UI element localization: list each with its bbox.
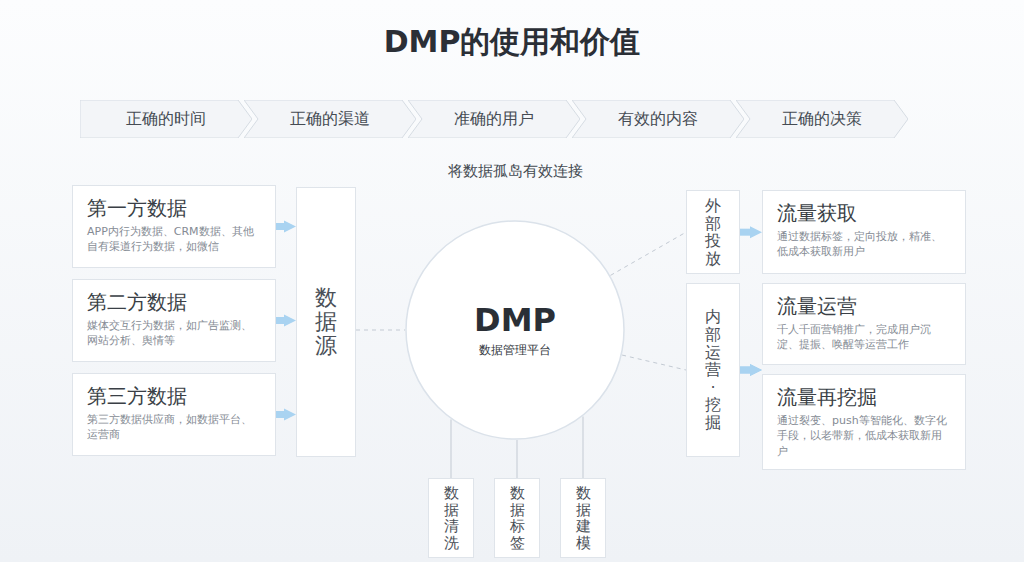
connector-arrow [740, 367, 750, 374]
node-heading: 数据源 [315, 286, 337, 359]
step-chevron: 有效的内容 [572, 100, 744, 138]
connector-arrow [740, 229, 750, 236]
vertical-box: 数据标签 [494, 478, 540, 558]
connector-line [610, 232, 686, 275]
connector-line [583, 416, 584, 478]
node-heading: 有效的内容 [604, 109, 712, 130]
step-chevron: 正确的渠道 [244, 100, 416, 138]
connector-arrow [276, 411, 284, 418]
data-box: 第三方数据第三方数据供应商，如数据平台、运营商 [72, 373, 276, 456]
connector-arrow [740, 367, 750, 374]
chevron-outline [244, 100, 416, 138]
caption-label: 将数据孤岛有效连接 [315, 162, 715, 181]
connector-line [356, 330, 405, 331]
vertical-box: 内部运营·挖掘 [686, 283, 740, 457]
step-chevron: 准确的用户 [408, 100, 580, 138]
node-heading: 数据清洗 [444, 485, 459, 551]
step-chevron: 正确的时间 [80, 100, 252, 138]
chevron-outline [408, 100, 580, 138]
connector-line [451, 419, 452, 478]
data-box: 第一方数据 APP内行为数据、CRM数据、其他自有渠道行为数据，如微信 [72, 185, 276, 268]
node-body: 媒体交互行为数据，如广告监测、网站分析、舆情等 [87, 318, 261, 349]
node-heading: 流量再挖掘 [777, 385, 951, 410]
node-heading: 流量获取 [777, 201, 951, 226]
connector-line [517, 440, 518, 478]
vertical-box: 外部投放 [686, 190, 740, 274]
chevron-outline [572, 100, 744, 138]
node-heading: 第一方数据 [87, 196, 261, 221]
node-heading: 第二方数据 [87, 290, 261, 315]
node-heading: 第三方数据 [87, 384, 261, 409]
node-heading: 正确的决策 [768, 109, 876, 130]
chevron-outline [736, 100, 908, 138]
connector-arrow [276, 317, 284, 324]
node-heading: DMP [474, 301, 556, 339]
node-body: 通过数据标签，定向投放，精准、低成本获取新用户 [777, 229, 951, 260]
connector-arrow [276, 223, 284, 230]
data-box: 流量获取通过数据标签，定向投放，精准、低成本获取新用户 [762, 190, 966, 274]
diagram-title: DMP的使用和价值 [0, 22, 1024, 63]
node-heading: 数据建模 [576, 485, 591, 551]
data-box: 第二方数据媒体交互行为数据，如广告监测、网站分析、舆情等 [72, 279, 276, 362]
data-box: 流量再挖掘通过裂变、push等智能化、数字化手段，以老带新，低成本获取新用户 [762, 374, 966, 470]
vertical-box: 数据源 [296, 187, 356, 457]
node-body: 第三方数据供应商，如数据平台、运营商 [87, 412, 261, 443]
node-heading: 正确的渠道 [276, 109, 384, 130]
node-body: 千人千面营销推广，完成用户沉淀、提振、唤醒等运营工作 [777, 322, 951, 353]
node-heading: 正确的时间 [112, 109, 220, 130]
node-body: 数据管理平台 [479, 342, 551, 359]
vertical-box: 数据建模 [560, 478, 606, 558]
node-heading: 准确的用户 [440, 109, 548, 130]
node-heading: 流量运营 [777, 294, 951, 319]
node-heading: 数据标签 [510, 485, 525, 551]
platform-circle: DMP 数据管理平台 [405, 220, 625, 440]
data-box: 流量运营千人千面营销推广，完成用户沉淀、提振、唤醒等运营工作 [762, 283, 966, 365]
node-heading: 内部运营·挖掘 [705, 308, 721, 431]
step-chevron: 正确的决策 [736, 100, 908, 138]
circle-outline [406, 221, 624, 439]
node-body: 通过裂变、push等智能化、数字化手段，以老带新，低成本获取新用户 [777, 413, 951, 459]
connector-line [622, 355, 686, 370]
chevron-outline [80, 100, 252, 138]
node-heading: 外部投放 [705, 197, 721, 267]
vertical-box: 数据清洗 [428, 478, 474, 558]
node-body: APP内行为数据、CRM数据、其他自有渠道行为数据，如微信 [87, 224, 261, 255]
